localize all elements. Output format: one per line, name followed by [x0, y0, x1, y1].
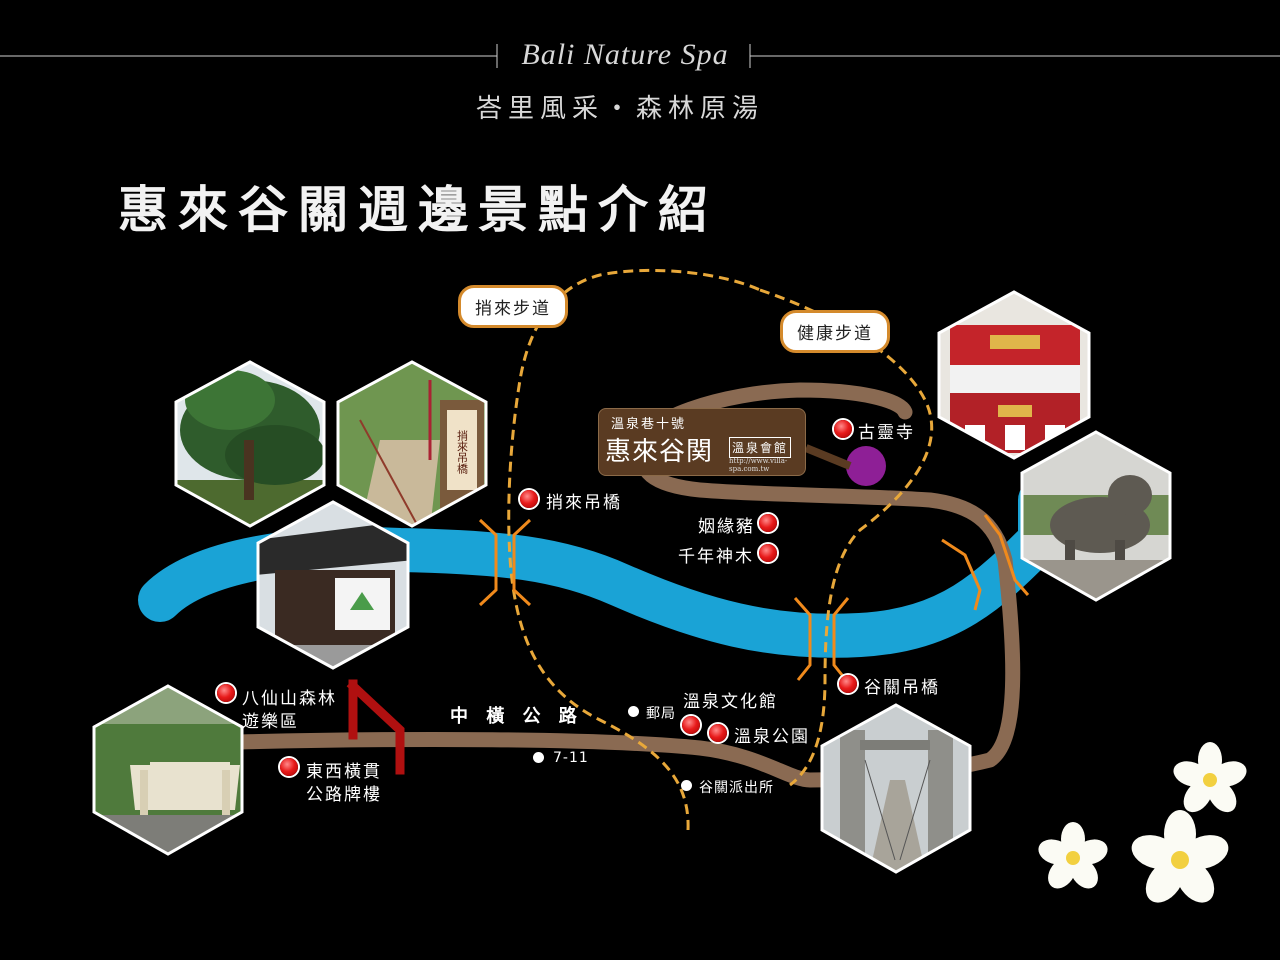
trail-label-health: 健康步道 — [780, 310, 890, 353]
photo-hot-spring-museum — [258, 502, 408, 668]
facility-dot-post-office — [628, 706, 639, 717]
label-guguan-bridge: 谷關吊橋 — [864, 678, 940, 698]
facility-dot-seven-eleven — [533, 752, 544, 763]
label-police-station: 谷關派出所 — [699, 780, 774, 796]
label-hot-spring-park: 溫泉公園 — [734, 727, 810, 747]
photo-guguan-bridge — [822, 705, 970, 872]
photo-guling-temple — [939, 292, 1089, 458]
attraction-dot-shaolai-bridge — [520, 490, 538, 508]
photo-shaolai-bridge — [338, 362, 486, 526]
label-guling-temple: 古靈寺 — [858, 423, 915, 443]
bridge-mark-east — [941, 514, 1030, 611]
label-cross-island-1: 東西橫貫 — [306, 762, 382, 782]
flower-decoration-1 — [1173, 742, 1247, 813]
label-shaolai-bridge: 捎來吊橋 — [546, 493, 622, 513]
attraction-dot-guguan-bridge — [839, 675, 857, 693]
photo-bridge-sign: 捎來吊橋 — [456, 429, 469, 475]
flower-decoration-2 — [1038, 822, 1108, 889]
hotel-sign-subtitle: 溫泉會館 — [729, 437, 792, 458]
label-hot-spring-museum: 溫泉文化館 — [683, 692, 778, 712]
hotel-sign-address: 溫泉巷十號 — [611, 417, 687, 432]
attraction-dot-yinyuan-pig — [759, 514, 777, 532]
attraction-dot-hot-spring-park — [709, 724, 727, 742]
trail-shaolai — [507, 268, 761, 831]
hotel-sign: 溫泉巷十號 惠來谷関 溫泉會館 http://www.villa-spa.com… — [598, 408, 806, 476]
bridge-mark-shaolai — [478, 518, 532, 607]
label-baxianshan-1: 八仙山森林 — [242, 689, 337, 709]
attraction-dot-guling-temple — [834, 420, 852, 438]
label-baxianshan-2: 遊樂區 — [242, 712, 299, 732]
page-title: 惠來谷關週邊景點介紹 — [118, 180, 718, 239]
label-cross-island-2: 公路牌樓 — [306, 785, 382, 805]
attraction-dot-cross-island-gate — [280, 758, 298, 776]
label-post-office: 郵局 — [646, 706, 676, 722]
label-millennium-tree: 千年神木 — [678, 547, 754, 567]
label-yinyuan-pig: 姻緣豬 — [698, 517, 755, 537]
bridge-mark-guguan — [793, 597, 850, 681]
facility-dot-police-station — [681, 780, 692, 791]
hotel-sign-pointer — [804, 444, 852, 470]
hotel-sign-url: http://www.villa-spa.com.tw — [729, 457, 788, 473]
brand-name: Bali Nature Spa — [521, 38, 729, 71]
label-road-zhongheng: 中 橫 公 路 — [450, 706, 583, 727]
hotel-sign-name: 惠來谷関 — [605, 437, 714, 467]
flower-decoration-3 — [1131, 810, 1229, 903]
gate-marker — [346, 679, 405, 775]
trail-label-shaolai: 捎來步道 — [458, 285, 568, 328]
photo-millennium-tree — [176, 362, 324, 526]
attraction-dot-millennium-tree — [759, 544, 777, 562]
photo-cross-island-gate — [94, 686, 242, 854]
tagline: 峇里風采・森林原湯 — [475, 94, 764, 124]
photo-yinyuan-pig — [1022, 432, 1170, 600]
attraction-dot-hot-spring-museum — [682, 716, 700, 734]
temple-marker — [846, 446, 886, 486]
label-seven-eleven: 7-11 — [553, 750, 589, 766]
attraction-dot-baxianshan — [217, 684, 235, 702]
